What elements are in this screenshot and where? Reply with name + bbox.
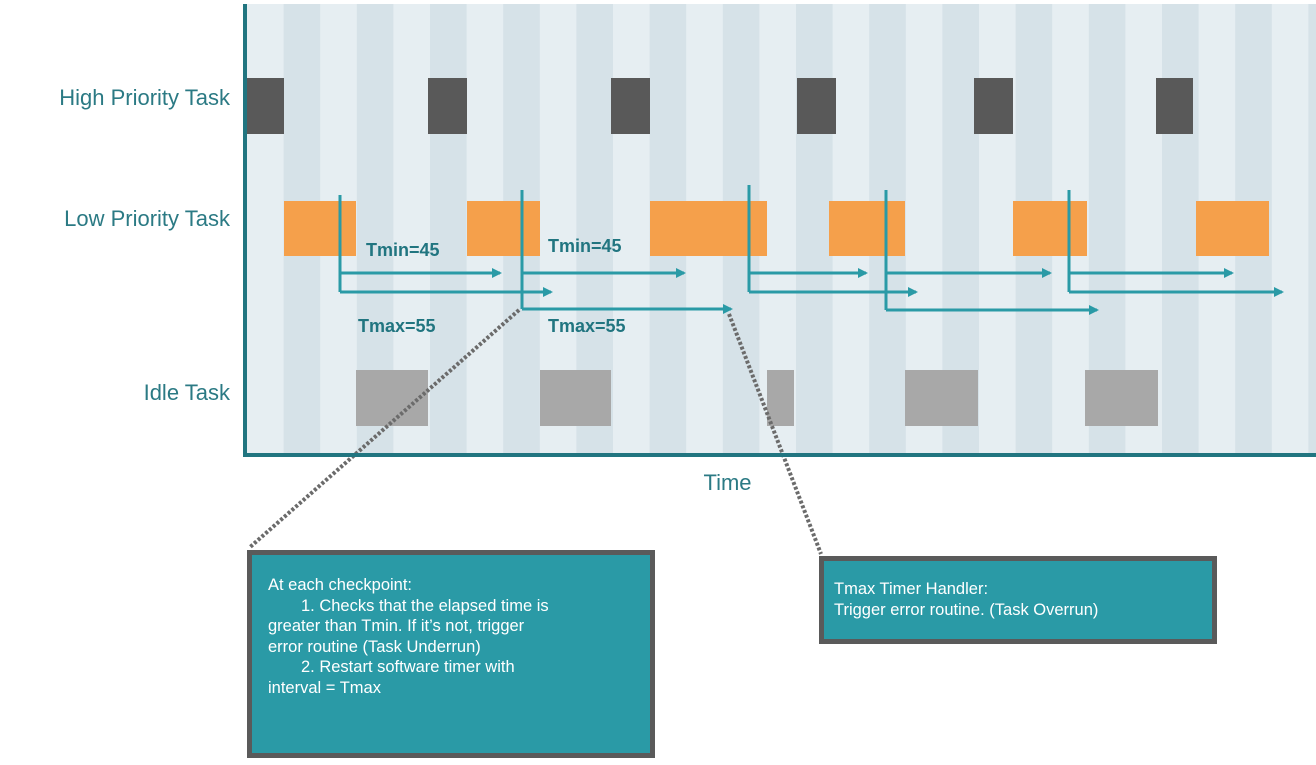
checkpoint-callout-line: interval = Tmax — [268, 678, 381, 697]
checkpoint-callout-line: error routine (Task Underrun) — [268, 637, 481, 656]
time-slot-stripe — [613, 4, 651, 455]
low-priority-task-block — [467, 201, 540, 256]
high-priority-task-block — [245, 78, 284, 134]
low-priority-task-block — [829, 201, 905, 256]
high-priority-task-block — [974, 78, 1013, 134]
tmin-label-2: Tmin=45 — [548, 236, 622, 256]
tmax-handler-callout: Tmax Timer Handler: Trigger error routin… — [819, 556, 1217, 644]
low-priority-task-block — [1196, 201, 1269, 256]
high-priority-task-block — [1156, 78, 1193, 134]
tmax-callout-line: Trigger error routine. (Task Overrun) — [834, 600, 1099, 619]
tmax-label-1: Tmax=55 — [358, 316, 436, 336]
low-priority-task-block — [284, 201, 356, 256]
checkpoint-callout: At each checkpoint: 1. Checks that the e… — [247, 550, 655, 758]
time-slot-stripe — [430, 4, 468, 455]
high-priority-task-block — [611, 78, 650, 134]
timer-arrows — [338, 185, 1284, 315]
idle-task-block — [767, 370, 794, 426]
row-label-low-priority: Low Priority Task — [64, 206, 230, 231]
tmax-label-2: Tmax=55 — [548, 316, 626, 336]
idle-task-block — [905, 370, 978, 426]
time-slot-stripe — [979, 4, 1017, 455]
low-priority-task-block — [1013, 201, 1087, 256]
idle-task-block — [1085, 370, 1158, 426]
idle-task-block — [356, 370, 428, 426]
time-slot-stripe — [1271, 4, 1309, 455]
time-slot-stripe — [1308, 4, 1316, 455]
time-slot-stripe — [247, 4, 285, 455]
high-priority-task-block — [797, 78, 836, 134]
idle-task-blocks — [356, 370, 1158, 426]
checkpoint-callout-line: greater than Tmin. If it’s not, trigger — [268, 617, 525, 635]
checkpoint-callout-line: 1. Checks that the elapsed time is — [301, 596, 549, 615]
time-slot-stripe — [796, 4, 834, 455]
row-label-idle: Idle Task — [143, 380, 230, 405]
tmax-callout-heading: Tmax Timer Handler: — [834, 580, 989, 598]
callout-leader-lines — [247, 308, 823, 555]
tmin-label-1: Tmin=45 — [366, 240, 440, 260]
high-priority-task-blocks — [245, 78, 1193, 134]
checkpoint-callout-line: 2. Restart software timer with — [301, 658, 515, 676]
high-priority-task-block — [428, 78, 467, 134]
idle-task-block — [540, 370, 611, 426]
tmax-callout-leader — [727, 313, 823, 555]
x-axis-label: Time — [703, 470, 752, 495]
time-slot-stripe — [1162, 4, 1200, 455]
checkpoint-callout-heading: At each checkpoint: — [268, 576, 413, 594]
row-label-high-priority: High Priority Task — [59, 85, 230, 110]
